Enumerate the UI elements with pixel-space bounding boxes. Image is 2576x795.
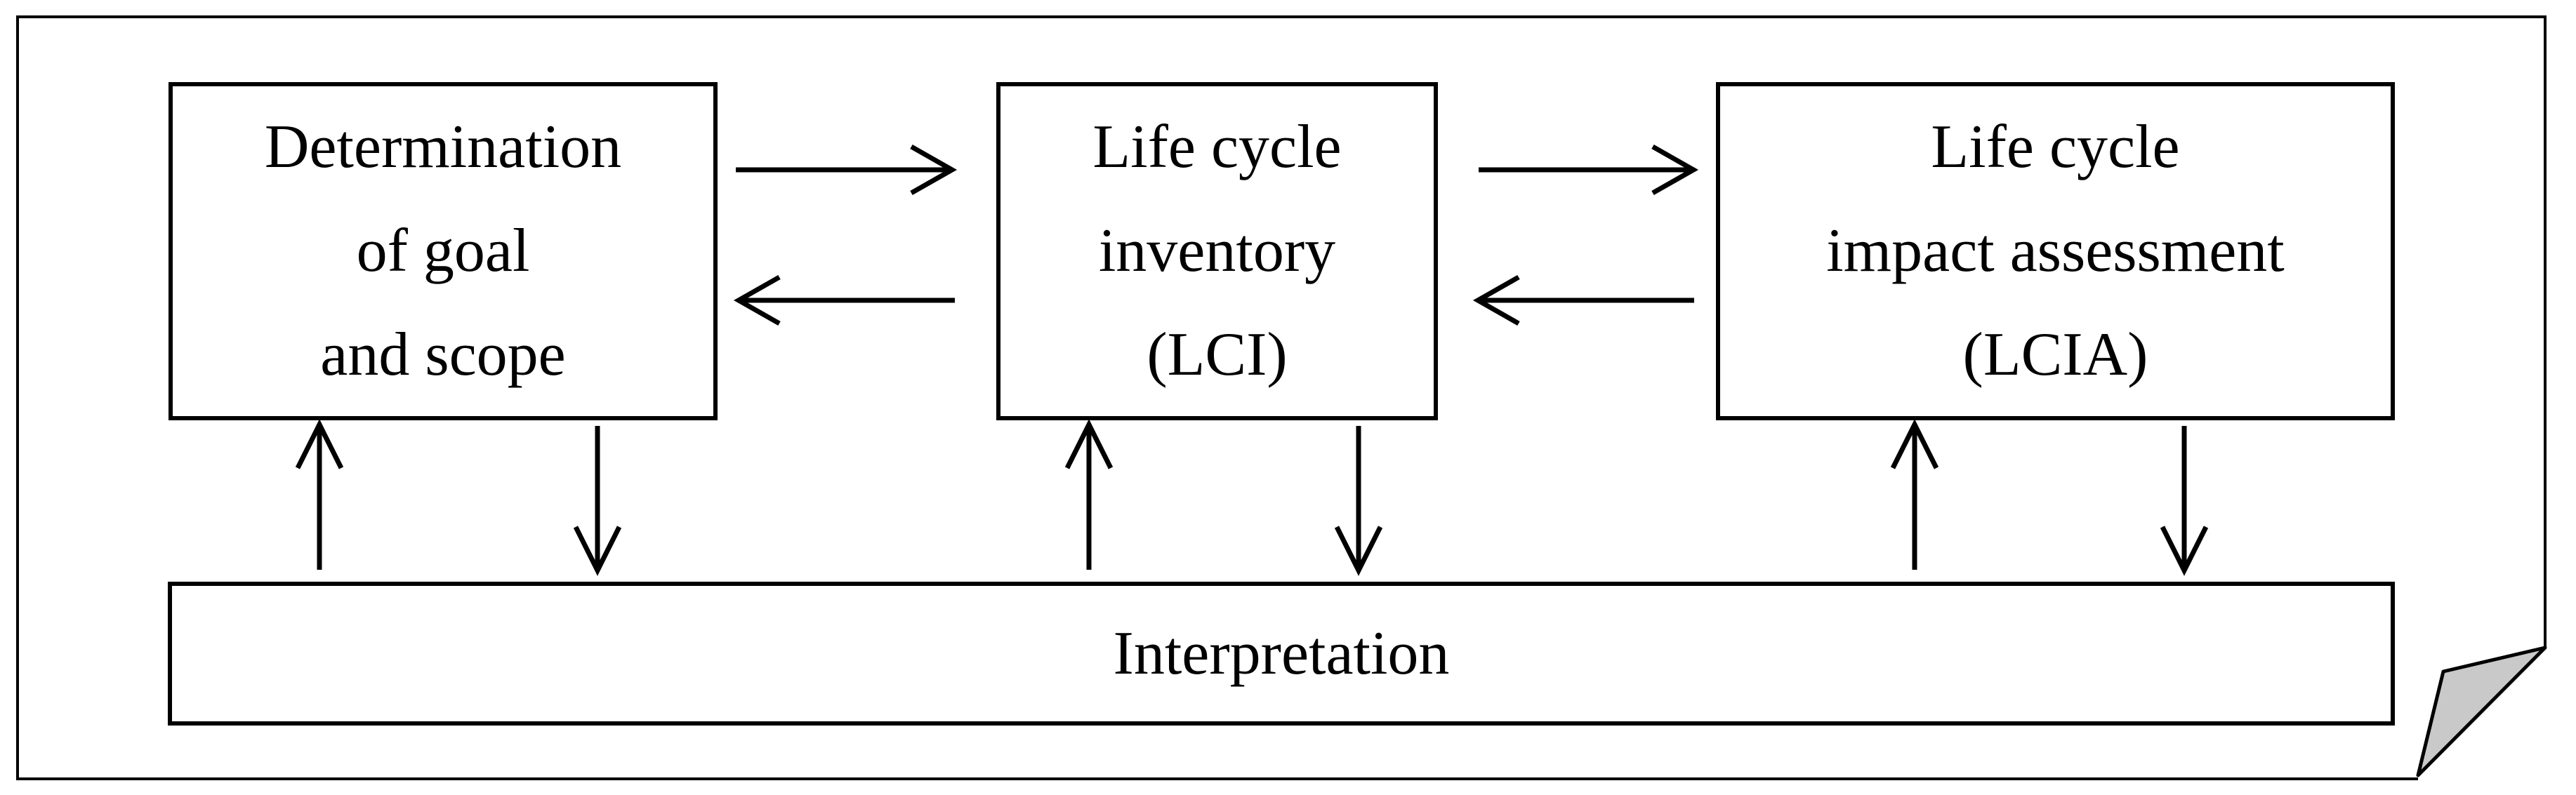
arrow-lci-to-lcia-head bbox=[1651, 144, 1699, 196]
box-interpretation-line-1: Interpretation bbox=[1113, 619, 1450, 688]
box-lcia-line-1: Life cycle bbox=[1931, 113, 2180, 181]
box-lcia: Life cycle impact assessment (LCIA) bbox=[1716, 82, 2395, 420]
box-lci: Life cycle inventory (LCI) bbox=[996, 82, 1438, 420]
arrow-lcia-to-interpretation-head bbox=[2160, 526, 2209, 576]
figure-border bbox=[16, 15, 2547, 780]
box-lcia-line-3: (LCIA) bbox=[1962, 321, 2148, 389]
box-lci-line-1: Life cycle bbox=[1092, 113, 1342, 181]
arrow-lci-to-interpretation-head bbox=[1334, 526, 1383, 576]
page-curl-icon bbox=[2416, 646, 2547, 777]
box-lci-line-2: inventory bbox=[1098, 217, 1336, 285]
arrow-interpretation-to-lcia-head bbox=[1890, 419, 1939, 469]
arrow-goal-to-interpretation-head bbox=[573, 526, 622, 576]
arrow-interpretation-to-goal-head bbox=[295, 419, 344, 469]
box-goal-line-1: Determination bbox=[264, 113, 622, 181]
box-goal-and-scope: Determination of goal and scope bbox=[169, 82, 718, 420]
arrow-lci-to-goal-head bbox=[733, 274, 781, 326]
box-lci-line-3: (LCI) bbox=[1147, 321, 1288, 389]
box-goal-line-2: of goal bbox=[356, 217, 530, 285]
arrow-interpretation-to-lci-head bbox=[1064, 419, 1114, 469]
box-lcia-line-2: impact assessment bbox=[1826, 217, 2285, 285]
box-interpretation: Interpretation bbox=[168, 582, 2395, 726]
arrow-goal-to-lci-head bbox=[910, 144, 958, 196]
box-goal-line-3: and scope bbox=[320, 321, 566, 389]
arrow-lcia-to-lci-head bbox=[1472, 274, 1520, 326]
